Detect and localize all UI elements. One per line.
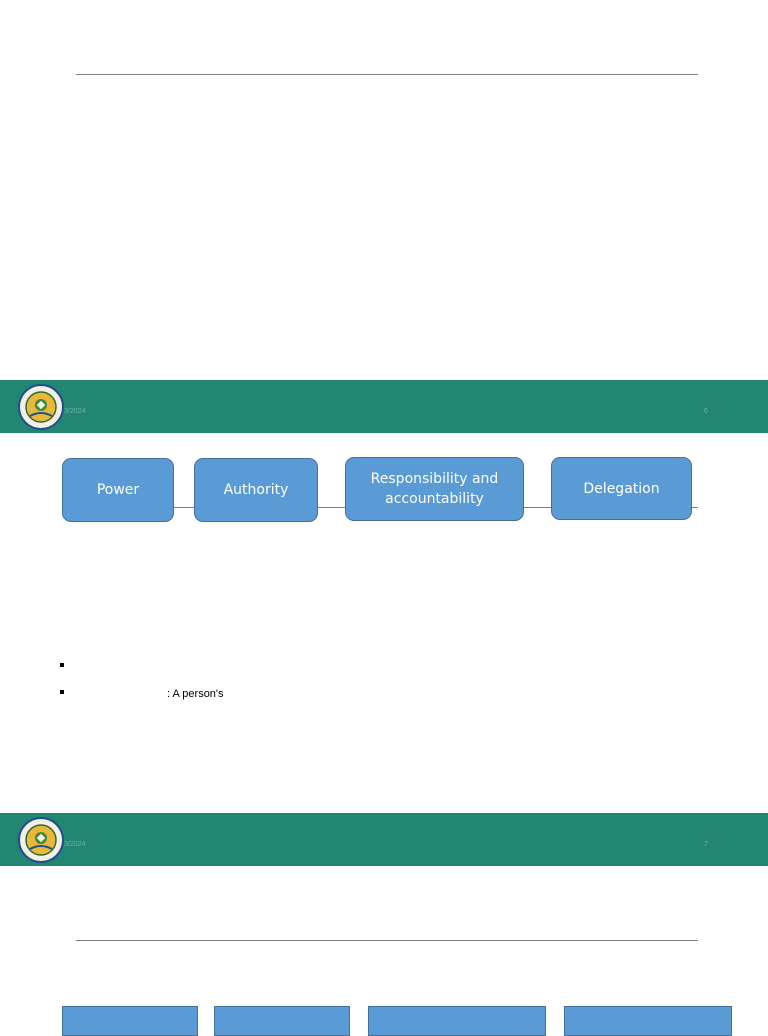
partial-flow-box [564, 1006, 732, 1036]
title-underline [76, 74, 698, 75]
partial-flow-box [62, 1006, 198, 1036]
academy-of-finance-logo-icon [18, 817, 64, 863]
flow-item-power: Power [62, 458, 174, 522]
flow-item-authority: Authority [194, 458, 318, 522]
bullet-text: : A person's [167, 688, 224, 700]
flow-item-delegation: Delegation [551, 457, 692, 520]
page-number: 7 [704, 841, 708, 848]
title-underline [76, 940, 698, 941]
partial-flow-box [368, 1006, 546, 1036]
footer-date: 3/2024 [64, 408, 86, 415]
footer-date: 3/2024 [64, 841, 86, 848]
footer-band: 3/2024 7 [0, 813, 768, 866]
page-number: 6 [704, 408, 708, 415]
academy-of-finance-logo-icon [18, 384, 64, 430]
footer-band: 3/2024 6 [0, 380, 768, 433]
flow-item-responsibility: Responsibility and accountability [345, 457, 524, 521]
partial-flow-box [214, 1006, 350, 1036]
bullet-marker [60, 690, 64, 694]
bullet-marker [60, 663, 64, 667]
